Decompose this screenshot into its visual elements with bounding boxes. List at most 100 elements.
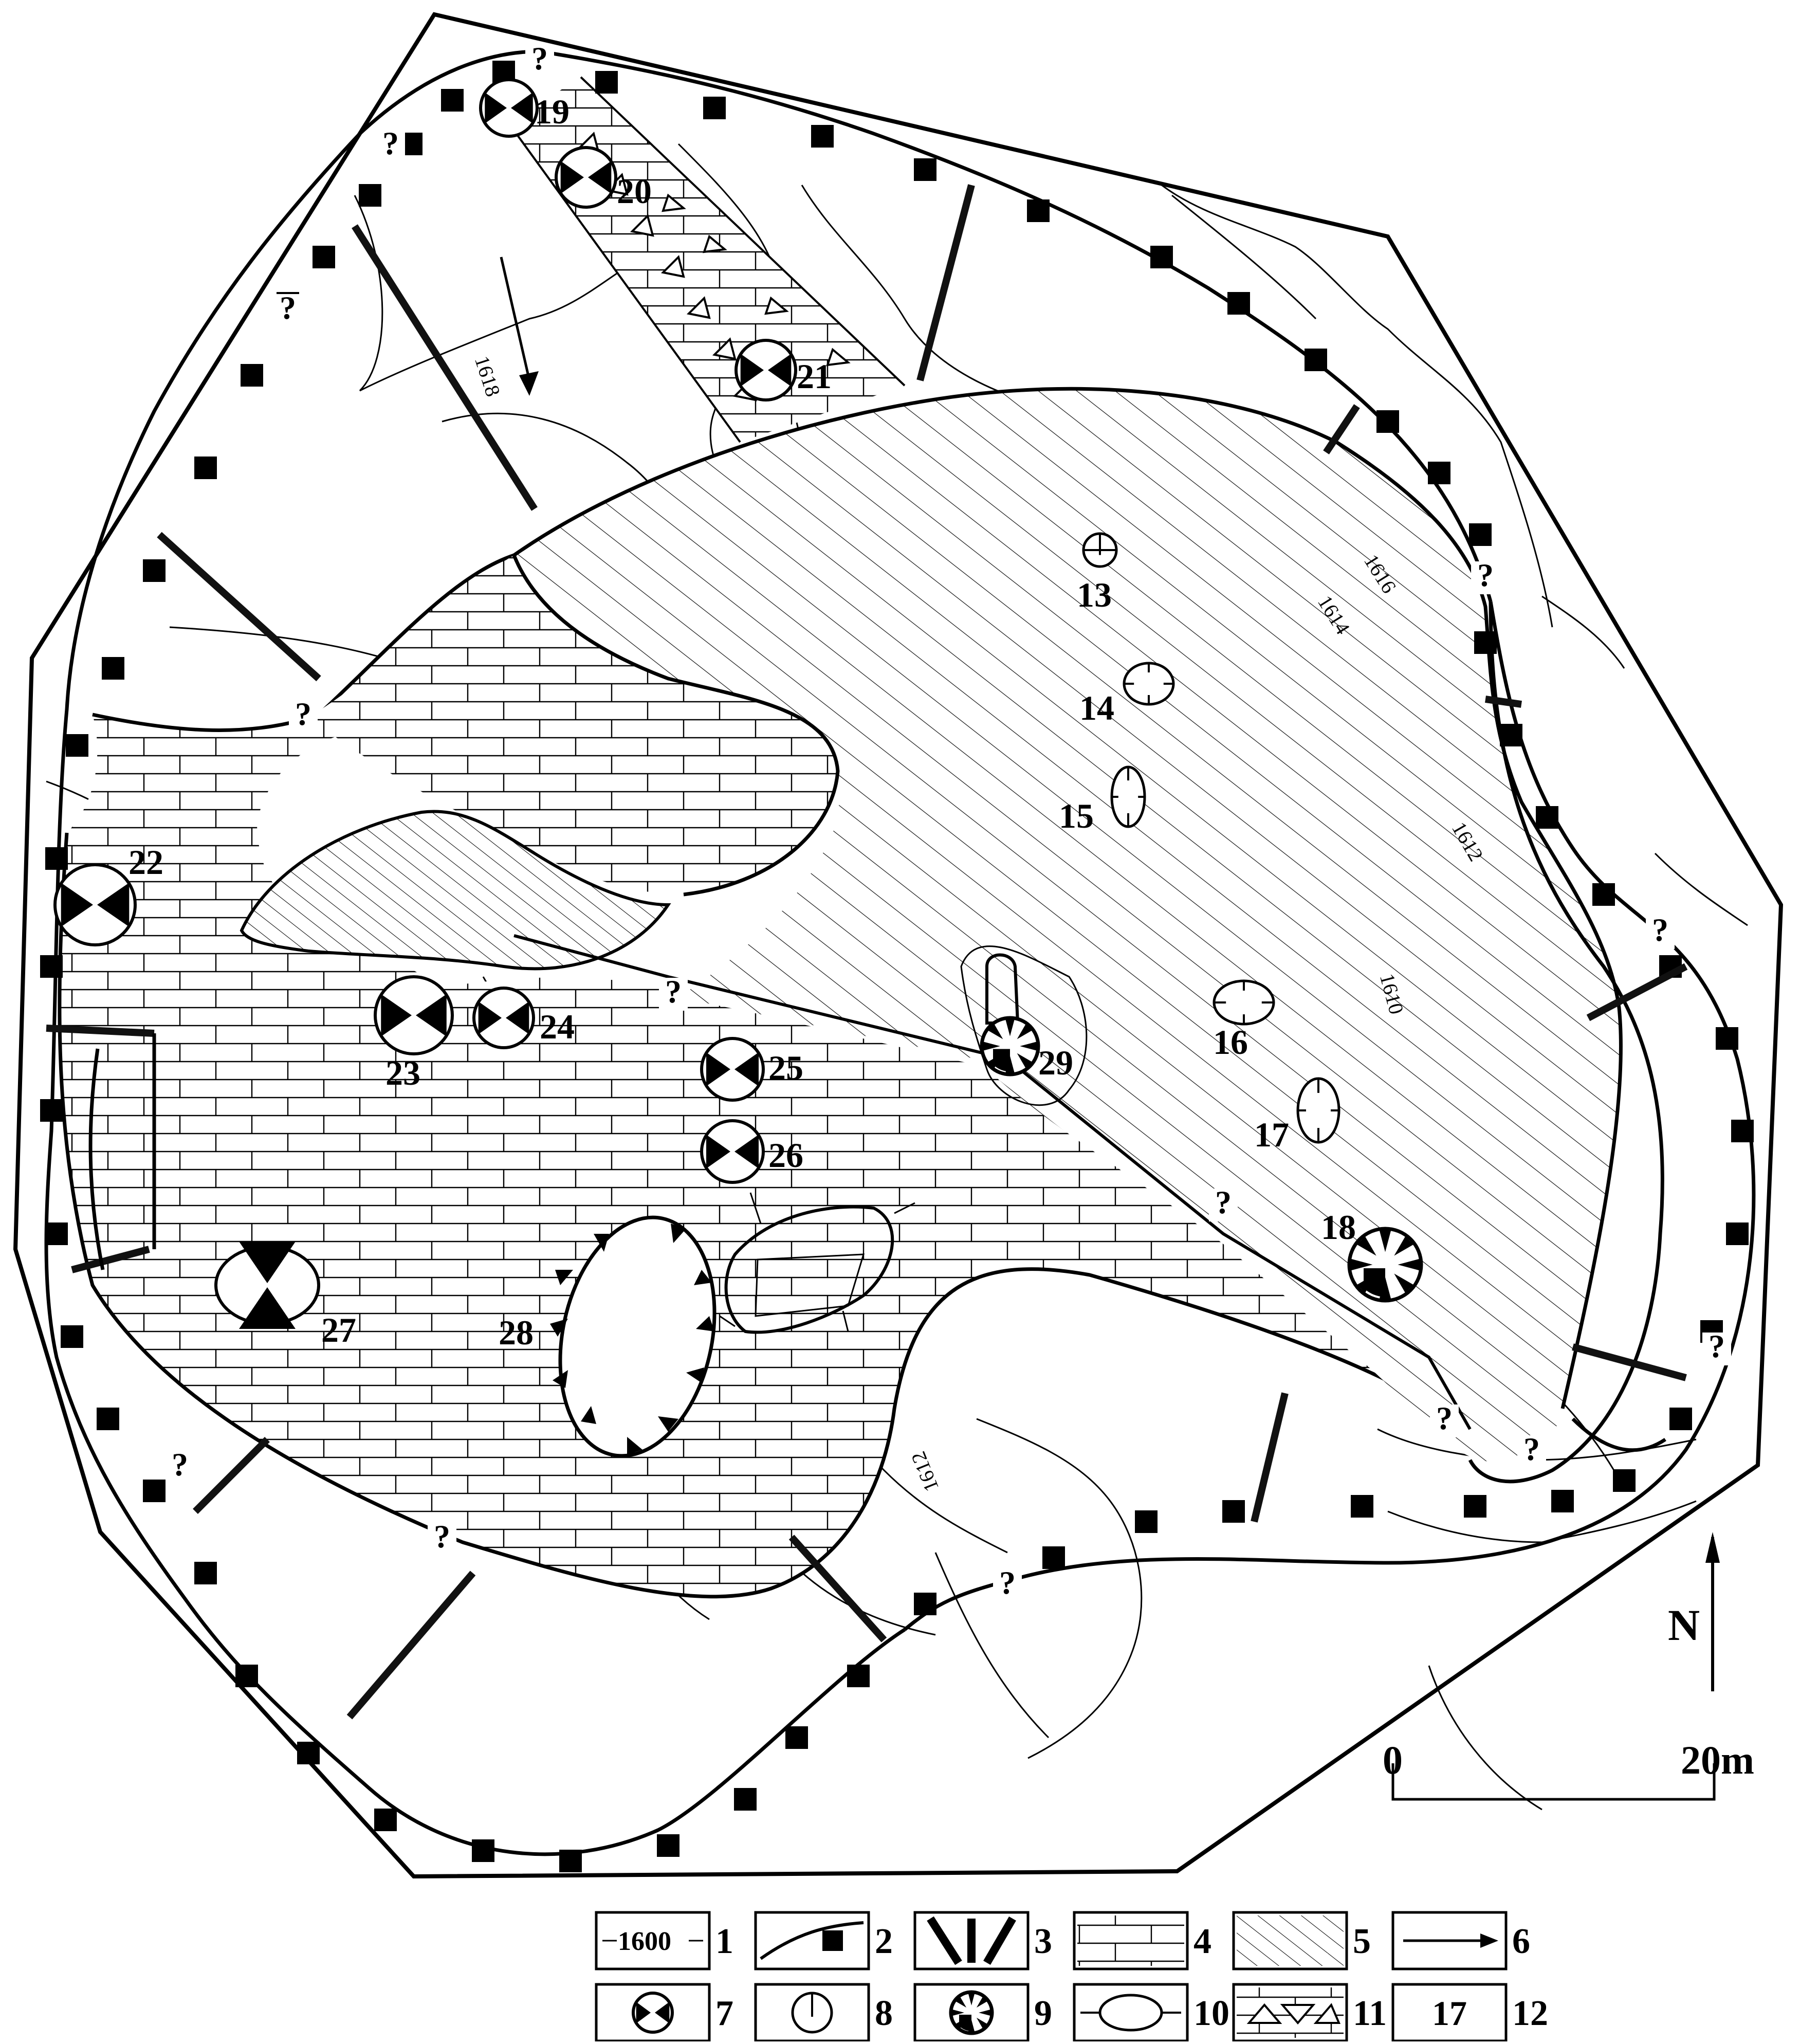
legend-item-number: 7 [715,1994,733,2033]
interface-line [513,934,1472,1430]
feature-number-label: 28 [499,1313,534,1352]
uncertain-mark: ? [1709,1328,1725,1364]
feature-24: 24 [472,987,575,1049]
flow-arrow [500,257,539,396]
boundary-block [595,71,618,94]
boundary-block [194,457,217,479]
boundary-block [1428,462,1450,484]
feature-25: 25 [700,1037,803,1102]
contour-label-1612-south: 1612 [906,1448,943,1495]
west-wall [88,1048,105,1270]
legend-item-number: 12 [1512,1994,1548,2033]
boundary-block [1726,1222,1749,1245]
boundary-block [1669,1408,1692,1430]
legend-item-inner-text: 1600 [618,1927,671,1956]
boundary-block [1551,1490,1574,1512]
uncertain-mark-bg [166,1451,194,1484]
boundary-block [359,184,381,207]
uncertain-mark: ? [382,125,399,161]
boundary-block [61,1325,83,1348]
hatched-tongue-west [240,810,671,971]
boundary-block [559,1850,582,1872]
feature-number-label: 14 [1079,688,1114,727]
legend-item-number: 5 [1353,1922,1371,1961]
brick-zone-south-outline [58,832,1472,1599]
feature-29-pit-outline [960,945,1088,1106]
feature-number-label: 13 [1077,575,1112,614]
legend-item-inner-text: 17 [1432,1994,1467,2033]
boundary-block [1351,1495,1373,1518]
triangle-zone [509,77,905,442]
feature-15: 15 [1059,765,1146,835]
boundary-block [811,125,834,148]
boundary-block [472,1839,494,1862]
uncertain-marks: ?????????????? [166,40,1731,1602]
boundary-block [1027,199,1050,222]
boundary-block [143,1480,166,1502]
uncertain-mark: ? [531,40,548,77]
uncertain-mark-bg [993,1569,1022,1602]
feature-29: 29 [980,1016,1073,1082]
uncertain-mark: ? [295,696,311,732]
scale-end-label: 20m [1681,1738,1754,1782]
uncertain-mark: ? [434,1518,450,1555]
boundary-block [734,1788,757,1811]
uncertain-mark: ? [1477,557,1494,593]
boundary-block [1042,1546,1065,1569]
boundary-block [847,1665,870,1687]
boundary-block [1227,292,1250,315]
uncertain-mark-bg [525,45,554,78]
legend-item-number: 1 [715,1922,733,1961]
hatched-tongue-outline [512,554,840,897]
feature-number-label: 23 [385,1053,420,1092]
feature-14: 14 [1079,662,1175,727]
contour-label-1618: 1618 [470,353,505,399]
boundary-block [1500,724,1522,746]
survey-boundary [13,12,1784,1879]
legend-item-number: 2 [875,1922,893,1961]
feature-number-label: 29 [1038,1043,1073,1082]
boundary-block [297,1742,320,1764]
boundary-block [1464,1495,1486,1518]
boundary-block [143,559,166,582]
uncertain-mark: ? [1215,1184,1232,1220]
feature-27: 27 [214,1242,356,1349]
legend-item-number: 6 [1512,1922,1530,1961]
scale-start-label: 0 [1383,1738,1403,1782]
boundary-block [1469,523,1492,546]
boundary-block [45,847,68,870]
legend-item-10: 10 [1073,1983,1229,2042]
boundary-block [1305,349,1327,371]
feature-13: 13 [1077,532,1118,614]
boundary-block [1135,1510,1158,1533]
boundary-block [1592,883,1615,906]
uncertain-mark: ? [1652,911,1668,948]
legend-item-4: 4 [1073,1911,1211,1970]
uncertain-mark-bg [1471,561,1500,594]
feature-number-label: 26 [768,1136,803,1175]
uncertain-mark-bg [1209,1189,1238,1221]
uncertain-mark-bg [376,130,405,162]
legend-item-2: 2 [754,1911,893,1970]
boundary-block [1474,631,1497,654]
legend-item-number: 10 [1193,1994,1229,2033]
uncertain-mark-bg [428,1523,456,1556]
legend-item-number: 9 [1034,1994,1052,2033]
boundary-block [374,1809,397,1831]
uncertain-mark-bg [289,700,318,733]
feature-20: 20 [555,146,652,211]
legend-item-number: 4 [1193,1922,1211,1961]
uncertain-mark-bg [1702,1333,1731,1365]
uncertain-mark-bg [273,294,302,327]
feature-number-label: 18 [1321,1208,1356,1247]
uncertain-mark: ? [1523,1431,1540,1467]
legend-item-6: 6 [1391,1911,1530,1970]
brick-zone [59,555,1491,1597]
boundary-block [40,1099,63,1122]
boundary-block [40,955,63,978]
brick-tongue [308,555,838,895]
